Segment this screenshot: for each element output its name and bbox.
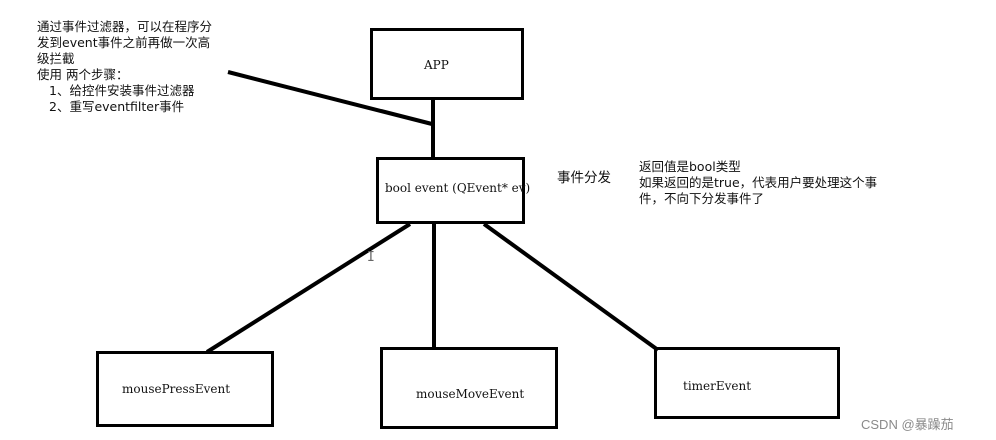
filter-note-line: 使用 两个步骤： bbox=[37, 67, 129, 82]
watermark: CSDN @暴躁茄 bbox=[861, 417, 954, 432]
filter-note: 通过事件过滤器，可以在程序分 发到event事件之前再做一次高 级拦截 使用 两… bbox=[37, 19, 212, 115]
filter-note-line: 级拦截 bbox=[37, 51, 75, 66]
filter-note-line: 1、给控件安装事件过滤器 bbox=[49, 83, 195, 98]
node-mouse-press-label: mousePressEvent bbox=[122, 382, 231, 396]
edge-event-to-mousepress bbox=[205, 222, 412, 354]
node-event bbox=[376, 157, 525, 224]
edge-filter-pointer bbox=[227, 70, 433, 126]
return-note-line: 件，不向下分发事件了 bbox=[639, 191, 765, 206]
node-app-label: APP bbox=[424, 58, 449, 72]
filter-note-line: 发到event事件之前再做一次高 bbox=[37, 35, 211, 50]
return-note-line: 如果返回的是true，代表用户要处理这个事 bbox=[639, 175, 878, 190]
node-mouse-move bbox=[380, 347, 558, 429]
return-note-line: 返回值是bool类型 bbox=[639, 159, 741, 174]
text-cursor-icon: I bbox=[367, 250, 375, 265]
node-event-label: bool event (QEvent* ev) bbox=[385, 181, 531, 195]
filter-note-line: 2、重写eventfilter事件 bbox=[49, 99, 185, 114]
node-mouse-press bbox=[96, 351, 274, 427]
filter-note-line: 通过事件过滤器，可以在程序分 bbox=[37, 19, 213, 34]
node-timer-label: timerEvent bbox=[683, 379, 752, 393]
dispatch-label: 事件分发 bbox=[557, 170, 611, 186]
node-timer bbox=[654, 347, 840, 419]
return-note: 返回值是bool类型 如果返回的是true，代表用户要处理这个事 件，不向下分发… bbox=[639, 159, 877, 207]
node-app bbox=[370, 28, 524, 100]
node-mouse-move-label: mouseMoveEvent bbox=[416, 387, 525, 401]
edge-event-to-timer bbox=[482, 222, 660, 352]
